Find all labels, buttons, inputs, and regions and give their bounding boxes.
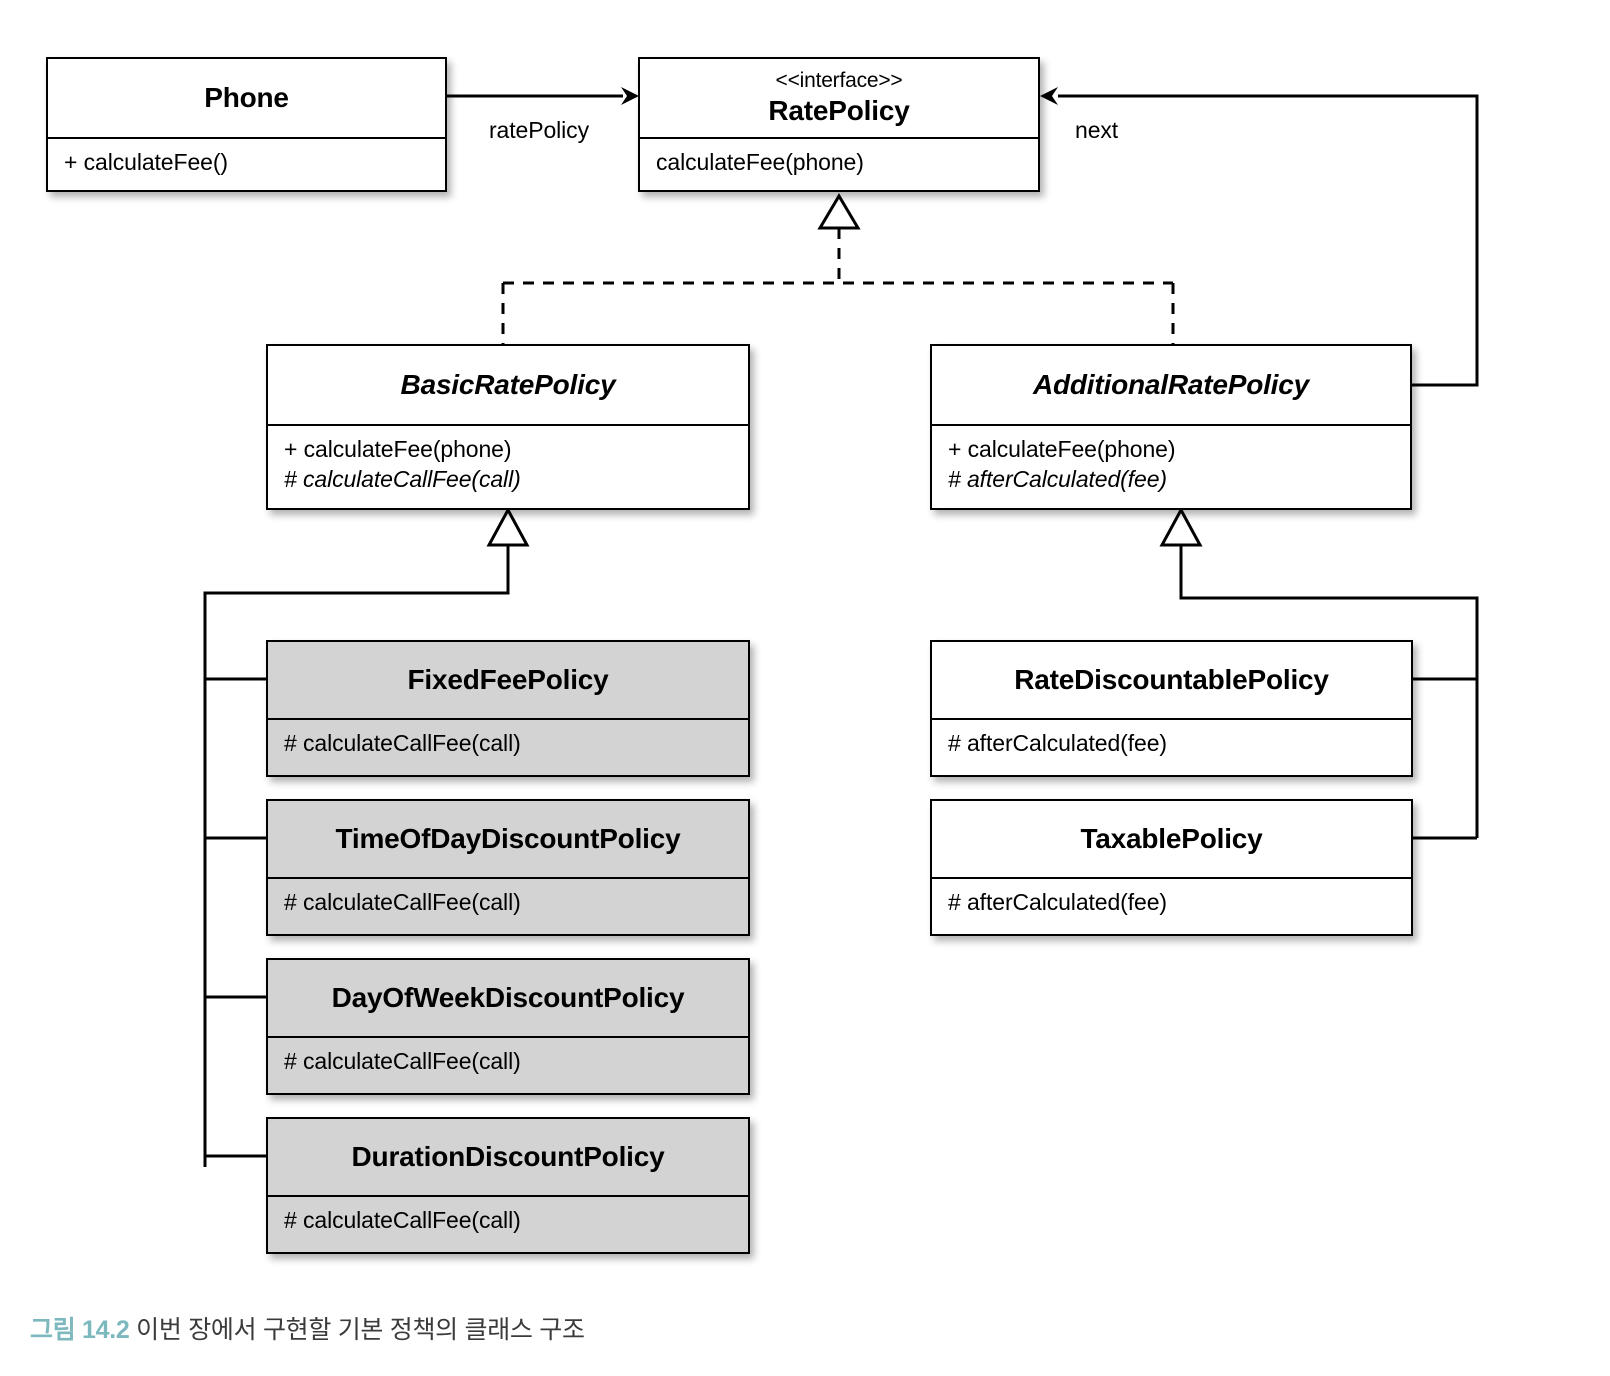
edge-rate-policy-association [447,87,639,105]
generalization-triangle-icon [486,506,530,547]
member-row: # afterCalculated(fee) [948,465,1167,492]
class-box-additional-rate-policy[interactable]: AdditionalRatePolicy + calculateFee(phon… [930,344,1412,510]
class-box-rate-policy[interactable]: <<interface>> RatePolicy calculateFee(ph… [638,57,1040,192]
class-stereotype: <<interface>> [775,69,903,93]
class-name: FixedFeePolicy [407,664,609,696]
class-members: # calculateCallFee(call) [268,1197,748,1236]
member-row: + calculateFee() [64,149,228,175]
class-members: + calculateFee(phone) # afterCalculated(… [932,426,1410,495]
figure-caption: 그림 14.2 이번 장에서 구현할 기본 정책의 클래스 구조 [30,1310,585,1346]
class-members: + calculateFee() [48,139,445,178]
generalization-triangle-icon [1159,506,1203,547]
class-name: TaxablePolicy [1080,823,1263,855]
member-row: # calculateCallFee(call) [284,730,521,756]
class-members: # afterCalculated(fee) [932,879,1411,918]
class-header: Phone [48,59,445,139]
member-row: # afterCalculated(fee) [948,889,1167,915]
member-row: # calculateCallFee(call) [284,1048,521,1074]
member-row: # calculateCallFee(call) [284,1207,521,1233]
class-box-day-of-week-discount-policy[interactable]: DayOfWeekDiscountPolicy # calculateCallF… [266,958,750,1095]
member-row: # calculateCallFee(call) [284,465,521,492]
class-members: # calculateCallFee(call) [268,1038,748,1077]
class-members: # afterCalculated(fee) [932,720,1411,759]
edge-label-next: next [1075,117,1119,143]
class-box-fixed-fee-policy[interactable]: FixedFeePolicy # calculateCallFee(call) [266,640,750,777]
member-row: + calculateFee(phone) [284,436,512,462]
class-name: RateDiscountablePolicy [1014,664,1329,696]
edge-label-rate-policy: ratePolicy [489,117,589,143]
class-name: DurationDiscountPolicy [351,1141,665,1173]
realization-triangle-icon [817,193,861,230]
member-row: + calculateFee(phone) [948,436,1176,462]
class-box-duration-discount-policy[interactable]: DurationDiscountPolicy # calculateCallFe… [266,1117,750,1254]
member-row: calculateFee(phone) [656,149,864,175]
class-header: AdditionalRatePolicy [932,346,1410,426]
class-header: TaxablePolicy [932,801,1411,879]
class-box-taxable-policy[interactable]: TaxablePolicy # afterCalculated(fee) [930,799,1413,936]
class-name: Phone [204,82,289,114]
class-header: DurationDiscountPolicy [268,1119,748,1197]
class-name: RatePolicy [768,94,910,126]
edge-realization-tree [501,193,1175,344]
class-header: RateDiscountablePolicy [932,642,1411,720]
class-members: # calculateCallFee(call) [268,720,748,759]
figure-caption-text: 이번 장에서 구현할 기본 정책의 클래스 구조 [129,1316,585,1344]
class-name: TimeOfDayDiscountPolicy [335,823,681,855]
class-name: BasicRatePolicy [400,369,616,401]
class-members: + calculateFee(phone) # calculateCallFee… [268,426,748,495]
class-box-basic-rate-policy[interactable]: BasicRatePolicy + calculateFee(phone) # … [266,344,750,510]
member-row: # calculateCallFee(call) [284,889,521,915]
class-name: DayOfWeekDiscountPolicy [331,982,685,1014]
figure-number: 그림 14.2 [30,1316,130,1344]
class-header: FixedFeePolicy [268,642,748,720]
member-row: # afterCalculated(fee) [948,730,1167,756]
class-header: DayOfWeekDiscountPolicy [268,960,748,1038]
class-box-rate-discountable-policy[interactable]: RateDiscountablePolicy # afterCalculated… [930,640,1413,777]
class-header: TimeOfDayDiscountPolicy [268,801,748,879]
class-header: <<interface>> RatePolicy [640,59,1038,139]
class-name: AdditionalRatePolicy [1032,369,1310,401]
class-box-time-of-day-discount-policy[interactable]: TimeOfDayDiscountPolicy # calculateCallF… [266,799,750,936]
class-members: # calculateCallFee(call) [268,879,748,918]
class-box-phone[interactable]: Phone + calculateFee() [46,57,447,192]
class-header: BasicRatePolicy [268,346,748,426]
class-members: calculateFee(phone) [640,139,1038,178]
